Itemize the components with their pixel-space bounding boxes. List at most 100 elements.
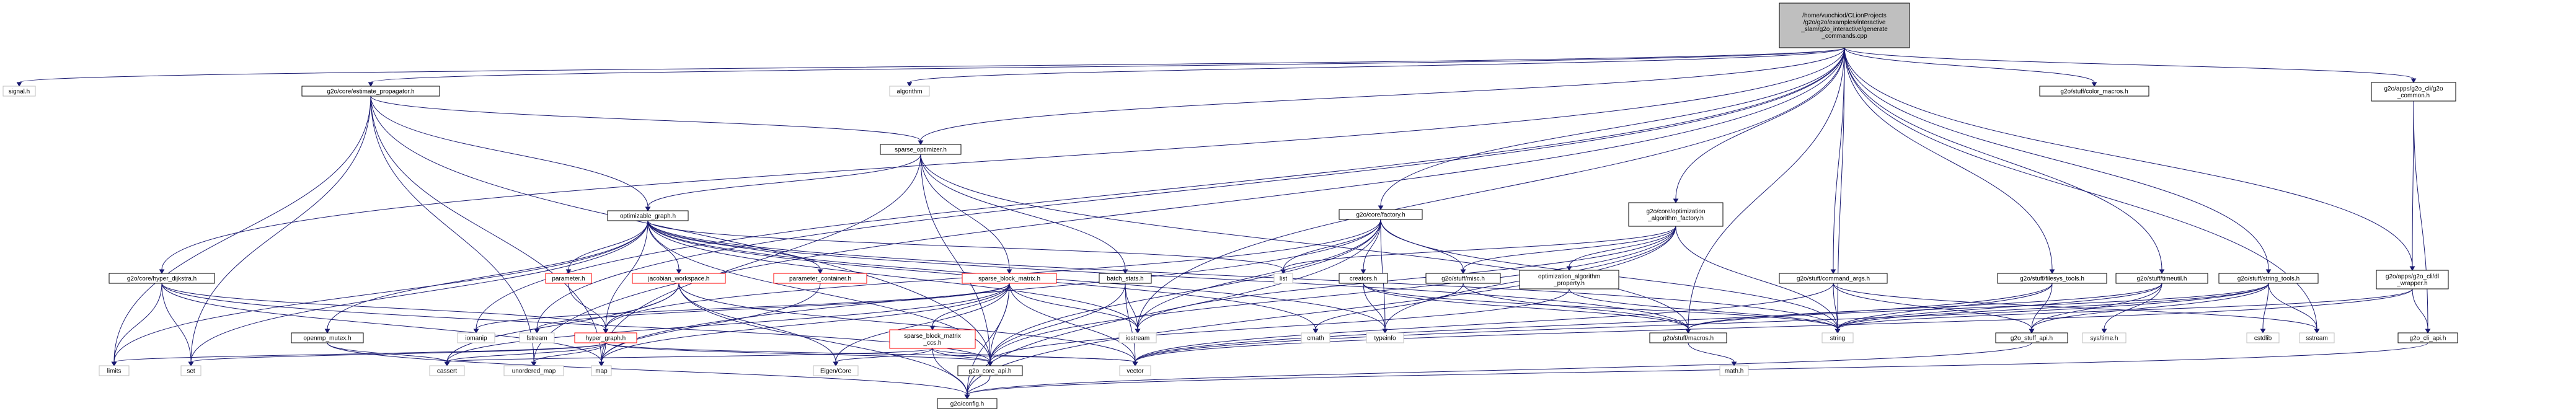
node-systime[interactable]: sys/time.h (2082, 332, 2127, 343)
node-string[interactable]: string (1821, 332, 1854, 343)
node-sbmccs[interactable]: sparse_block_matrix_ccs.h (889, 329, 976, 349)
node-estprop[interactable]: g2o/core/estimate_propagator.h (301, 86, 440, 97)
node-jacobian[interactable]: jacobian_workspace.h (632, 273, 726, 284)
edge-sbm-to-sbmccs (929, 283, 1010, 330)
node-map[interactable]: map (591, 365, 612, 376)
node-label-line: hyper_graph.h (586, 335, 626, 342)
edge-root-to-sparseopt (918, 47, 1845, 145)
edge-optgraph-to-parameter (565, 220, 648, 274)
node-label-line: g2o/core/factory.h (1356, 212, 1405, 219)
node-label-line: optimizable_graph.h (620, 213, 676, 220)
node-list[interactable]: list (1273, 273, 1293, 284)
node-fstream[interactable]: fstream (519, 332, 555, 343)
node-mathh[interactable]: math.h (1719, 365, 1749, 376)
node-cassert[interactable]: cassert (429, 365, 465, 376)
edge-root-to-hyperdijkstra (159, 47, 1845, 274)
node-hyperdijkstra[interactable]: g2o/core/hyper_dijkstra.h (108, 273, 215, 284)
node-label-line: parameter_container.h (789, 276, 851, 283)
node-sstream[interactable]: sstream (2299, 332, 2335, 343)
edge-sbm-to-map (598, 283, 1010, 366)
edge-optgraph-to-paramcontainer (647, 220, 823, 274)
node-sbm[interactable]: sparse_block_matrix.h (962, 273, 1057, 284)
edge-root-to-string (1835, 47, 1845, 334)
node-misc[interactable]: g2o/stuff/misc.h (1425, 273, 1501, 284)
node-cmath[interactable]: cmath (1301, 332, 1330, 343)
node-hypergraph[interactable]: hyper_graph.h (574, 332, 637, 343)
edge-timeutil-to-string (1835, 283, 2162, 334)
node-label-line: _property.h (1553, 280, 1585, 287)
node-label-line: list (1280, 276, 1287, 283)
node-filesys[interactable]: g2o/stuff/filesys_tools.h (1997, 273, 2107, 284)
node-layer: /home/vuochiod/CLionProjects/g2o/g2o/exa… (2, 2, 2458, 409)
node-iostream[interactable]: iostream (1118, 332, 1157, 343)
edge-root-to-signal (16, 47, 1845, 87)
node-label-line: g2o/core/optimization (1646, 208, 1705, 215)
edge-optgraph-to-set (188, 220, 648, 366)
node-typeinfo[interactable]: typeinfo (1366, 332, 1404, 343)
node-label-line: g2o/stuff/string_tools.h (2237, 276, 2299, 283)
node-openmp[interactable]: openmp_mutex.h (291, 332, 364, 343)
node-root[interactable]: /home/vuochiod/CLionProjects/g2o/g2o/exa… (1779, 2, 1910, 48)
node-label-line: g2o/stuff/macros.h (1663, 335, 1714, 342)
node-factory[interactable]: g2o/core/factory.h (1339, 209, 1423, 220)
node-label-line: limits (107, 368, 122, 375)
node-set[interactable]: set (180, 365, 201, 376)
node-label-line: openmp_mutex.h (303, 335, 351, 342)
edge-hypergraph-to-map (598, 342, 606, 366)
node-coreapi[interactable]: g2o_core_api.h (957, 365, 1023, 376)
edge-jacobian-to-cassert (444, 283, 679, 366)
node-cstdlib[interactable]: cstdlib (2246, 332, 2280, 343)
node-stuffapi[interactable]: g2o_stuff_api.h (1995, 332, 2068, 343)
edge-sparseopt-to-sbm (920, 154, 1012, 274)
node-signal[interactable]: signal.h (2, 86, 36, 97)
edge-sparseopt-to-batchstats (920, 154, 1128, 274)
node-vector[interactable]: vector (1119, 365, 1151, 376)
node-macros[interactable]: g2o/stuff/macros.h (1649, 332, 1727, 343)
node-config[interactable]: g2o/config.h (937, 398, 998, 409)
node-label-line: _ccs.h (923, 340, 942, 347)
node-dlwrapper[interactable]: g2o/apps/g2o_cli/dl_wrapper.h (2376, 270, 2449, 289)
node-label-line: g2o/stuff/filesys_tools.h (2020, 276, 2084, 283)
node-optalgfactory[interactable]: g2o/core/optimization_algorithm_factory.… (1628, 202, 1724, 227)
edge-hypergraph-to-vector (605, 342, 1138, 366)
node-algorithm[interactable]: algorithm (889, 86, 930, 97)
node-colormacros[interactable]: g2o/stuff/color_macros.h (2039, 86, 2149, 97)
node-stringtools[interactable]: g2o/stuff/string_tools.h (2218, 273, 2319, 284)
node-sparseopt[interactable]: sparse_optimizer.h (880, 144, 962, 155)
node-label-line: signal.h (9, 89, 30, 95)
node-parameter[interactable]: parameter.h (545, 273, 592, 284)
edge-root-to-timeutil (1844, 47, 2165, 274)
node-label-line: g2o/apps/g2o_cli/dl (2386, 273, 2439, 280)
node-limits[interactable]: limits (99, 365, 130, 376)
edge-estprop-to-map (370, 95, 604, 366)
node-creators[interactable]: creators.h (1339, 273, 1388, 284)
node-label-line: _commands.cpp (1821, 33, 1867, 40)
node-paramcontainer[interactable]: parameter_container.h (773, 273, 867, 284)
node-label-line: optimization_algorithm (1538, 273, 1600, 280)
node-label-line: /home/vuochiod/CLionProjects (1802, 12, 1887, 19)
edge-dlwrapper-to-cliapi (2412, 288, 2431, 334)
node-optalgprop[interactable]: optimization_algorithm_property.h (1519, 270, 1619, 289)
node-optgraph[interactable]: optimizable_graph.h (607, 210, 689, 221)
edge-estprop-to-limits (111, 95, 371, 366)
node-unorderedmap[interactable]: unordered_map (503, 365, 564, 376)
edge-jacobian-to-eigencore (678, 283, 839, 366)
node-cmdargs[interactable]: g2o/stuff/command_args.h (1779, 273, 1888, 284)
edge-root-to-optalgfactory (1673, 47, 1845, 203)
node-g2ocommon[interactable]: g2o/apps/g2o_cli/g2o_common.h (2371, 82, 2456, 102)
node-label-line: g2o/apps/g2o_cli/g2o (2384, 86, 2443, 92)
edge-estprop-to-sparseopt (370, 95, 924, 145)
node-label-line: g2o/stuff/timeutil.h (2137, 276, 2187, 283)
node-batchstats[interactable]: batch_stats.h (1099, 273, 1152, 284)
edge-estprop-to-set (188, 95, 371, 366)
node-cliapi[interactable]: g2o_cli_api.h (2397, 332, 2458, 343)
edge-root-to-filesys (1844, 47, 2055, 274)
edge-optalgfactory-to-coreapi (987, 226, 1676, 366)
node-eigencore[interactable]: Eigen/Core (813, 365, 859, 376)
node-timeutil[interactable]: g2o/stuff/timeutil.h (2115, 273, 2208, 284)
edge-root-to-g2ocommon (1844, 47, 2417, 83)
node-label-line: vector (1126, 368, 1144, 375)
node-label-line: sparse_block_matrix (904, 333, 961, 340)
node-iomanip[interactable]: iomanip (457, 332, 495, 343)
node-label-line: math.h (1725, 368, 1744, 375)
